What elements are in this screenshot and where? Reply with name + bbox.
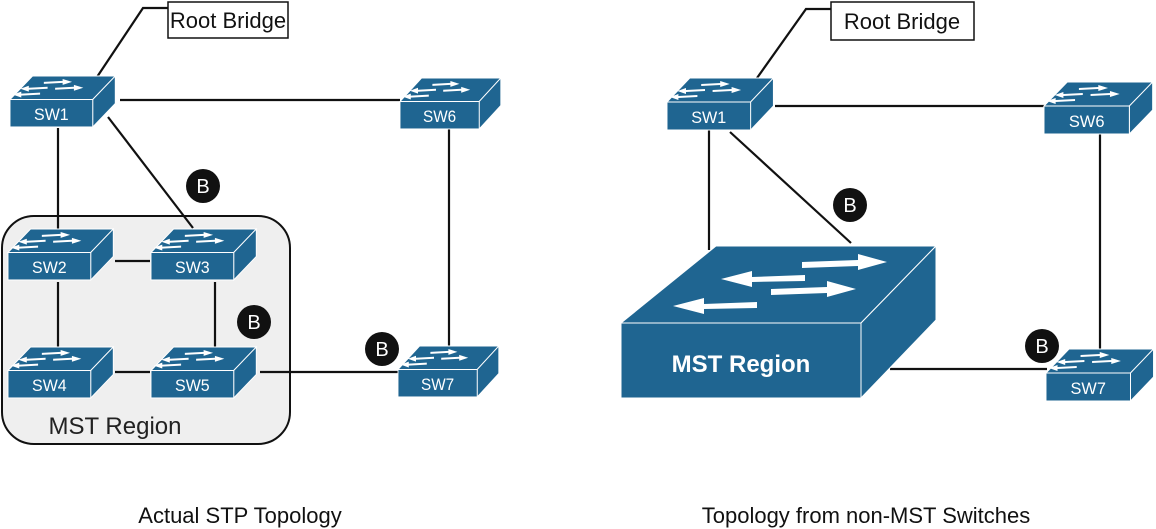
root-bridge-callout: Root Bridge <box>830 1 975 41</box>
callout-leader-line <box>94 6 168 81</box>
switch-sw6[interactable]: SW6 <box>1043 81 1154 135</box>
blocked-port-badge: B <box>186 169 220 203</box>
arrow-right-icon <box>771 281 856 297</box>
switch-label: SW1 <box>34 106 69 124</box>
blocked-badge-text: B <box>375 339 388 361</box>
switch-sw4[interactable]: SW4 <box>7 346 114 399</box>
blocked-port-badge: B <box>1025 329 1059 363</box>
switch-label: SW6 <box>1069 112 1105 131</box>
link-sw1-mst-region-diagonal <box>729 131 852 244</box>
switch-label: SW4 <box>32 377 67 395</box>
blocked-port-badge: B <box>833 188 867 222</box>
switch-label: SW7 <box>1071 379 1106 398</box>
switch-sw7[interactable]: SW7 <box>1045 348 1155 402</box>
root-bridge-callout: Root Bridge <box>167 1 289 39</box>
blocked-badge-text: B <box>843 195 856 217</box>
switch-label: SW3 <box>175 259 210 277</box>
switch-sw7[interactable]: SW7 <box>397 345 500 398</box>
switch-sw1[interactable]: SW1 <box>9 75 116 128</box>
mst-region-label: MST Region <box>49 413 182 440</box>
arrow-right-icon <box>802 254 887 270</box>
blocked-badge-text: B <box>1035 336 1048 358</box>
blocked-badge-text: B <box>247 312 260 334</box>
root-bridge-label: Root Bridge <box>844 9 960 34</box>
arrow-left-icon <box>673 298 757 314</box>
blocked-badge-text: B <box>196 176 209 198</box>
blocked-port-badge: B <box>237 305 271 339</box>
left-caption: Actual STP Topology <box>138 503 341 528</box>
switch-label: SW6 <box>423 109 456 127</box>
switch-label: SW7 <box>421 377 454 395</box>
blocked-port-badge: B <box>365 332 399 366</box>
switch-label: SW1 <box>691 108 726 127</box>
switch-sw6[interactable]: SW6 <box>399 77 502 130</box>
arrow-left-icon <box>721 271 805 287</box>
right-panel: Root Bridge SW1 SW6 SW7 MST Region <box>619 1 1155 528</box>
link-sw1-sw3 <box>107 116 194 229</box>
switch-sw1[interactable]: SW1 <box>666 77 774 131</box>
switch-sw2[interactable]: SW2 <box>7 228 114 281</box>
switch-sw5[interactable]: SW5 <box>150 346 257 399</box>
right-caption: Topology from non-MST Switches <box>702 503 1031 528</box>
switch-label: SW5 <box>175 377 210 395</box>
callout-leader-line <box>756 7 831 79</box>
mst-region-front <box>620 322 862 399</box>
switch-sw3[interactable]: SW3 <box>150 228 257 281</box>
left-panel: MST Region Root Bridge SW1 SW6 SW2 <box>1 1 502 528</box>
mst-region-switch-label: MST Region <box>672 351 811 378</box>
switch-label: SW2 <box>32 259 67 277</box>
mst-region-switch[interactable]: MST Region <box>619 244 938 400</box>
root-bridge-label: Root Bridge <box>170 8 286 33</box>
